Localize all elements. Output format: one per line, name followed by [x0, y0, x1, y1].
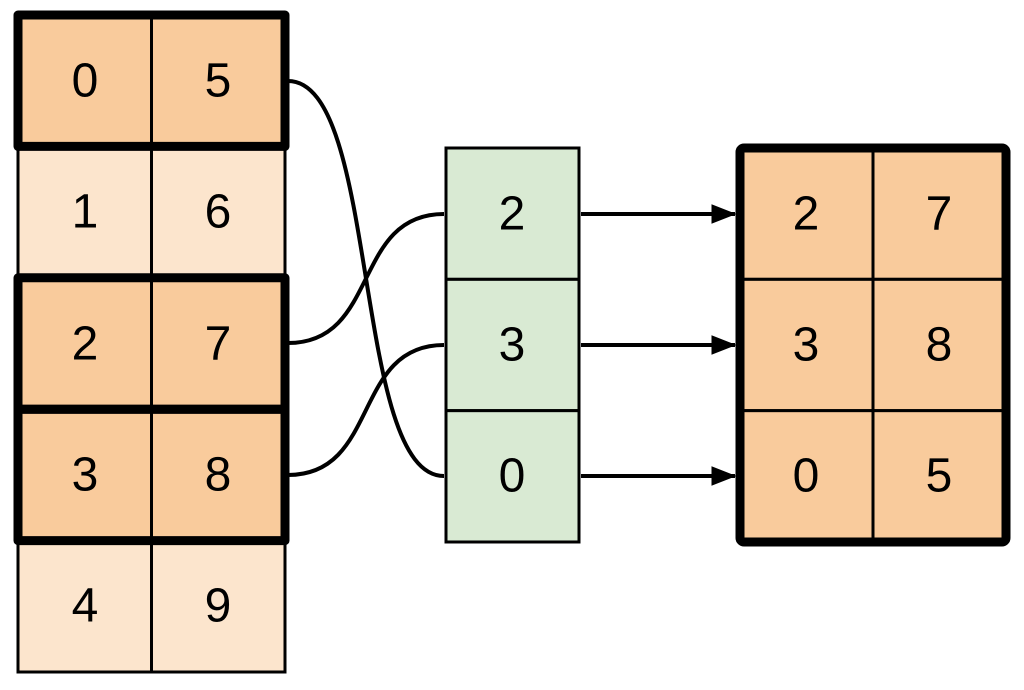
source-cell	[16, 539, 153, 674]
source-cell-value: 6	[205, 186, 232, 239]
index-cell	[444, 409, 581, 544]
result-cell-value: 8	[926, 319, 953, 372]
source-cell-value: 9	[205, 580, 232, 633]
result-cell	[871, 277, 1008, 413]
source-table: 0 5 1 6 2 7 3 8 4 9	[13, 10, 290, 674]
index-cell	[444, 277, 581, 413]
source-cell	[150, 407, 287, 543]
source-row-highlight-outline	[13, 10, 290, 151]
connector-curve	[287, 212, 445, 345]
index-cell	[444, 146, 581, 281]
index-array: 2 3 0	[444, 146, 581, 544]
result-cell-value: 0	[793, 450, 820, 503]
result-cell	[738, 277, 875, 413]
source-cell-value: 5	[205, 55, 232, 108]
result-arrows	[581, 204, 737, 486]
result-cell-value: 3	[793, 319, 820, 372]
source-cell-value: 1	[72, 186, 99, 239]
connector-curve	[287, 343, 445, 477]
connector-curves	[287, 79, 445, 478]
source-row-highlight-outline	[13, 404, 290, 546]
result-cell	[871, 409, 1008, 544]
source-cell	[150, 144, 287, 280]
result-table-outline	[735, 143, 1011, 547]
source-cell-value: 7	[205, 318, 232, 371]
result-cell-value: 5	[926, 450, 953, 503]
source-cell	[150, 539, 287, 674]
index-cell-value: 3	[499, 319, 526, 372]
result-cell-value: 7	[926, 188, 953, 241]
index-cell-value: 2	[499, 188, 526, 241]
result-cell	[738, 409, 875, 544]
source-cell	[150, 276, 287, 411]
source-cell-value: 3	[72, 449, 99, 502]
source-cell	[150, 13, 287, 148]
result-cell-value: 2	[793, 188, 820, 241]
result-table: 2 7 3 8 0 5	[735, 143, 1011, 547]
source-cell-value: 4	[72, 580, 99, 633]
source-cell-value: 8	[205, 449, 232, 502]
source-cell-value: 2	[72, 318, 99, 371]
source-cell	[16, 13, 153, 148]
source-cell-value: 0	[72, 55, 99, 108]
index-cell-value: 0	[499, 450, 526, 503]
